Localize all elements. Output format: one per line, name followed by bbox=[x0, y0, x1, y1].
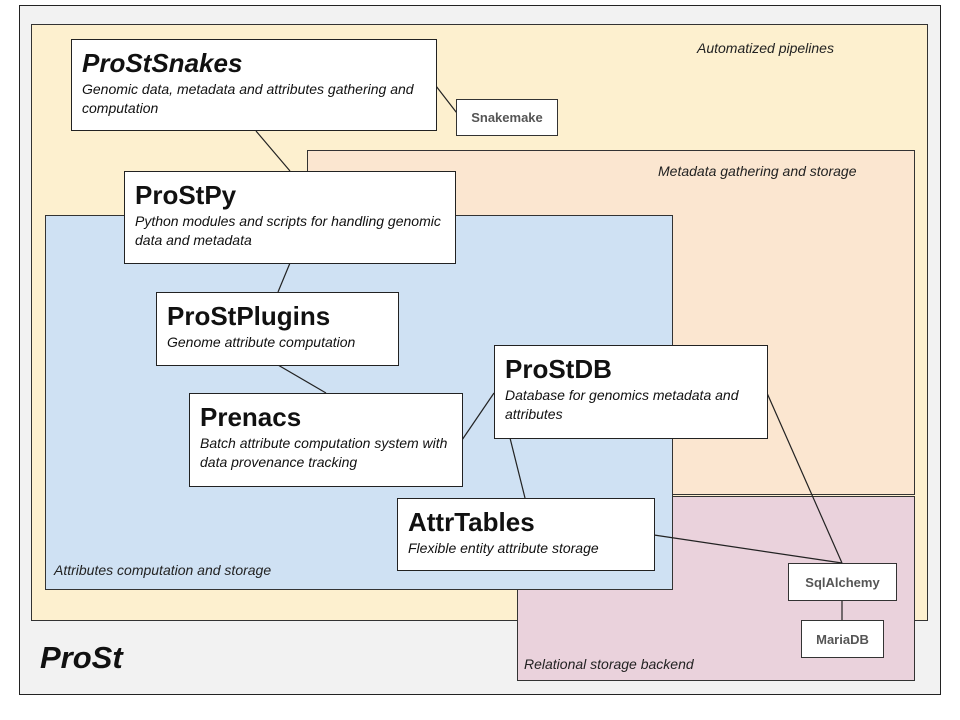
component-title: Prenacs bbox=[200, 402, 302, 432]
component-attrtables: AttrTables Flexible entity attribute sto… bbox=[397, 498, 655, 571]
connector-prostsnakes-prostpy bbox=[255, 130, 291, 172]
component-title: ProStSnakes bbox=[82, 48, 243, 78]
region-label-attributes: Attributes computation and storage bbox=[54, 562, 272, 578]
component-prenacs: Prenacs Batch attribute computation syst… bbox=[189, 393, 463, 487]
component-prostsnakes: ProStSnakes Genomic data, metadata and a… bbox=[71, 39, 437, 131]
region-label-pipelines: Automatized pipelines bbox=[697, 40, 834, 56]
tool-snakemake: Snakemake bbox=[456, 99, 558, 136]
tool-mariadb: MariaDB bbox=[801, 620, 884, 658]
connector-prenacs-prostdb bbox=[461, 392, 495, 441]
component-title: ProStDB bbox=[505, 354, 612, 384]
diagram-title: ProSt bbox=[40, 640, 123, 675]
connector-prostdb-attrtables bbox=[509, 437, 526, 499]
component-title: ProStPlugins bbox=[167, 301, 331, 331]
component-prostplugins: ProStPlugins Genome attribute computatio… bbox=[156, 292, 399, 366]
component-description: Genomic data, metadata and attributes ga… bbox=[82, 81, 414, 116]
component-description: Genome attribute computation bbox=[167, 334, 356, 350]
region-label-metadata: Metadata gathering and storage bbox=[658, 163, 857, 179]
connector-prostpy-prostplugins bbox=[277, 262, 291, 293]
component-title: ProStPy bbox=[135, 180, 237, 210]
component-prostdb: ProStDB Database for genomics metadata a… bbox=[494, 345, 768, 439]
region-label-relational: Relational storage backend bbox=[524, 656, 694, 672]
component-description: Batch attribute computation system with … bbox=[200, 435, 448, 470]
component-title: AttrTables bbox=[408, 507, 535, 537]
tool-sqlalchemy: SqlAlchemy bbox=[788, 563, 897, 601]
component-description: Database for genomics metadata and attri… bbox=[505, 387, 739, 422]
component-prostpy: ProStPy Python modules and scripts for h… bbox=[124, 171, 456, 264]
component-description: Python modules and scripts for handling … bbox=[135, 213, 441, 248]
connector-prostplugins-prenacs bbox=[277, 364, 327, 394]
component-description: Flexible entity attribute storage bbox=[408, 540, 599, 556]
connector-attrtables-sqlalchemy bbox=[653, 534, 843, 564]
connector-prostdb-sqlalchemy bbox=[766, 392, 843, 564]
